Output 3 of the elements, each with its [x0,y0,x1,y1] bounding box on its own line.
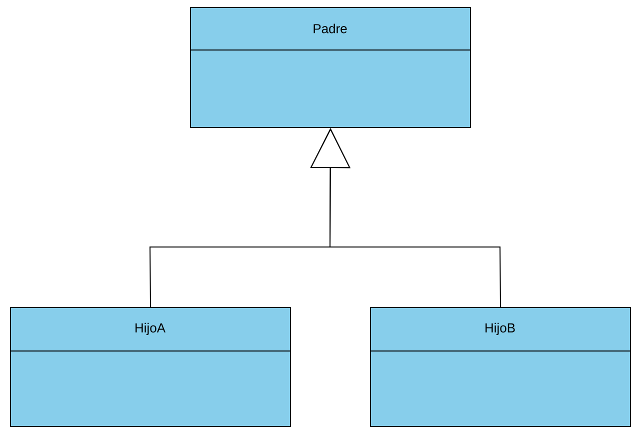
class-box: HijoA [10,307,291,427]
class-box: HijoB [370,307,631,427]
class-box: Padre [190,7,471,128]
